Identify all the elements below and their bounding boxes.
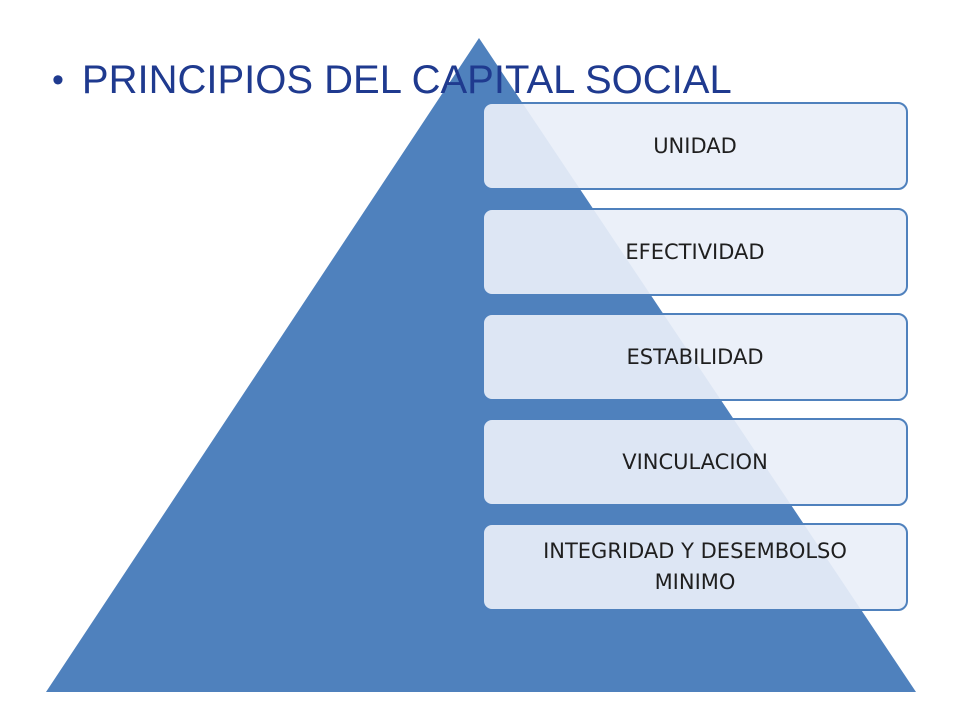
level-label: ESTABILIDAD xyxy=(626,344,764,369)
pyramid-level-estabilidad: ESTABILIDAD xyxy=(482,313,908,401)
pyramid-level-unidad: UNIDAD xyxy=(482,102,908,190)
level-label: EFECTIVIDAD xyxy=(625,239,765,264)
title-bullet: • xyxy=(52,61,64,99)
level-label: INTEGRIDAD Y DESEMBOLSO MINIMO xyxy=(543,539,847,594)
pyramid-level-vinculacion: VINCULACION xyxy=(482,418,908,506)
pyramid-level-integridad: INTEGRIDAD Y DESEMBOLSO MINIMO xyxy=(482,523,908,611)
pyramid-level-efectividad: EFECTIVIDAD xyxy=(482,208,908,296)
title-text: PRINCIPIOS DEL CAPITAL SOCIAL xyxy=(81,58,732,102)
slide-title: • PRINCIPIOS DEL CAPITAL SOCIAL xyxy=(52,52,732,108)
level-label: UNIDAD xyxy=(653,133,737,158)
level-label: VINCULACION xyxy=(622,449,768,474)
